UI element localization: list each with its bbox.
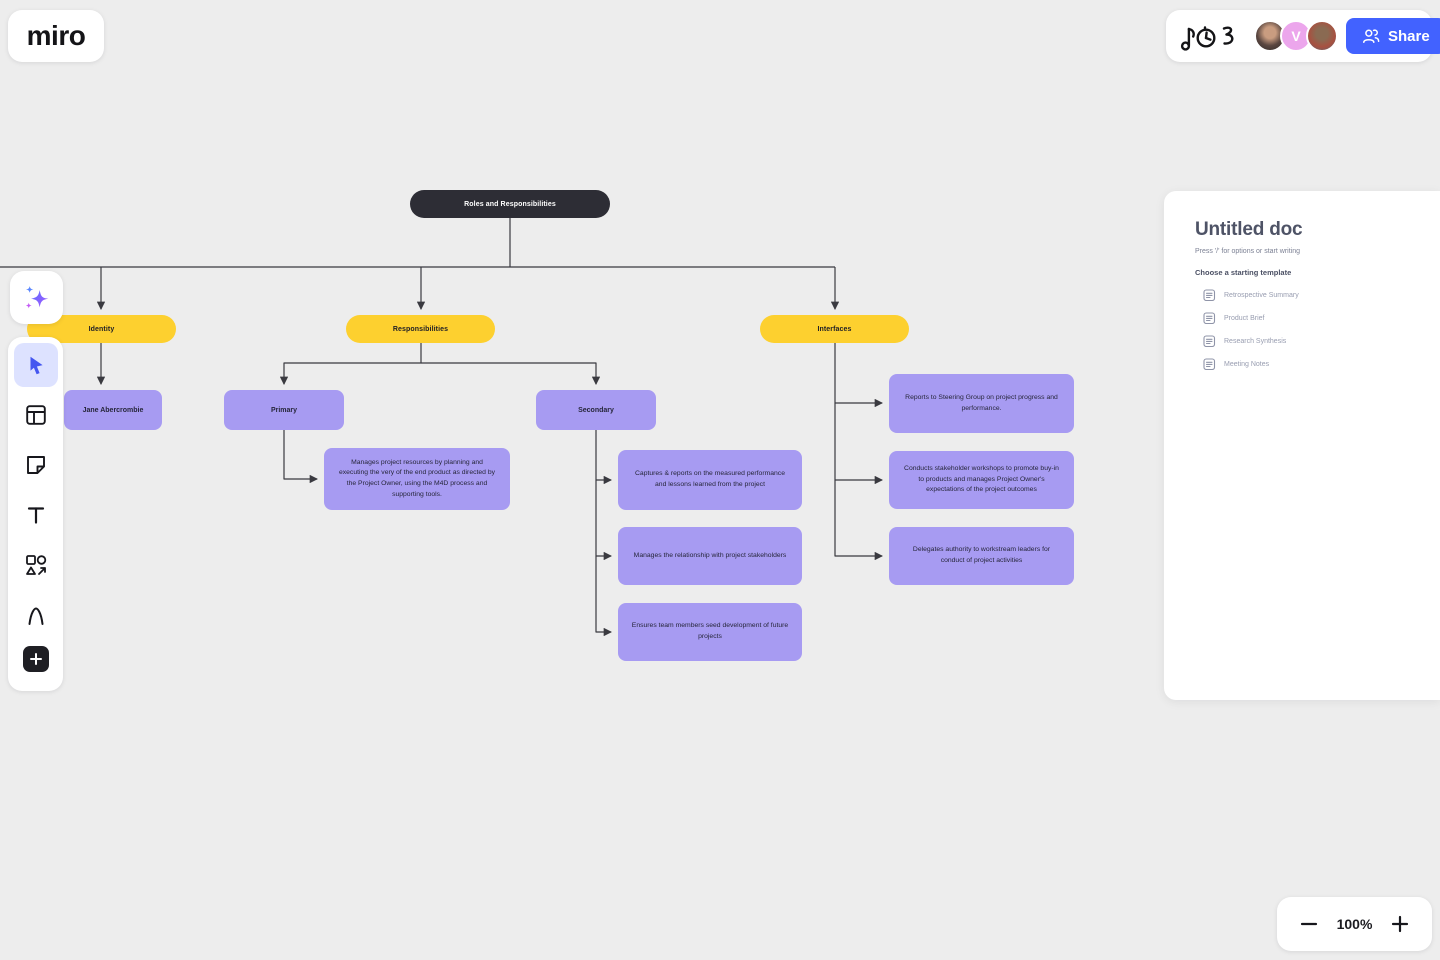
sticky-note-tool[interactable] [14, 443, 58, 487]
doc-panel: Untitled doc Press '/' for options or st… [1164, 191, 1440, 700]
pen-tool[interactable] [14, 593, 58, 637]
frame-layout-icon [25, 405, 46, 425]
shapes-tool[interactable] [14, 543, 58, 587]
mindmap-leaf-secondary-3[interactable]: Ensures team members seed development of… [618, 603, 802, 661]
template-item-meeting-notes[interactable]: Meeting Notes [1195, 358, 1420, 371]
template-item-label: Research Synthesis [1224, 338, 1287, 345]
text-tool[interactable] [14, 493, 58, 537]
collaborator-avatars: V [1254, 20, 1338, 52]
ai-assist-button[interactable] [10, 271, 63, 324]
mindmap-node-responsibilities[interactable]: Responsibilities [346, 315, 495, 343]
mindmap-leaf-secondary-2[interactable]: Manages the relationship with project st… [618, 527, 802, 585]
music-timer-doodle-icon[interactable] [1178, 16, 1242, 56]
sparkles-icon [25, 285, 48, 308]
share-button[interactable]: Share [1346, 18, 1440, 54]
miro-logo[interactable]: miro [8, 10, 104, 62]
topbar: V Share [1166, 10, 1440, 62]
mindmap-leaf-secondary-1[interactable]: Captures & reports on the measured perfo… [618, 450, 802, 510]
mindmap-node-interfaces[interactable]: Interfaces [760, 315, 909, 343]
mindmap-root-node[interactable]: Roles and Responsibilities [410, 190, 610, 218]
templates-tool[interactable] [14, 393, 58, 437]
pen-icon [28, 607, 43, 625]
select-tool[interactable] [13, 343, 58, 387]
miro-logo-text: miro [26, 20, 86, 51]
template-item-retrospective-summary[interactable]: Retrospective Summary [1195, 289, 1420, 302]
add-apps-button[interactable] [22, 646, 49, 672]
zoom-out-button[interactable] [1297, 912, 1321, 936]
doc-title[interactable]: Untitled doc [1195, 219, 1303, 240]
mindmap-leaf-primary-1[interactable]: Manages project resources by planning an… [324, 448, 510, 510]
template-section-heading: Choose a starting template [1195, 268, 1292, 277]
text-icon [27, 507, 44, 524]
plus-icon [1391, 915, 1409, 933]
document-icon [1203, 335, 1216, 348]
share-button-label: Share [1388, 27, 1430, 45]
plus-icon [29, 653, 42, 665]
template-item-label: Product Brief [1224, 315, 1265, 322]
sticky-note-icon [26, 456, 45, 474]
zoom-controls: 100% [1277, 897, 1432, 951]
cursor-icon [30, 356, 43, 375]
document-icon [1203, 312, 1216, 325]
mindmap-node-secondary[interactable]: Secondary [536, 390, 656, 430]
template-item-research-synthesis[interactable]: Research Synthesis [1195, 335, 1420, 348]
mindmap-leaf-interfaces-3[interactable]: Delegates authority to workstream leader… [889, 527, 1074, 585]
mindmap-leaf-interfaces-1[interactable]: Reports to Steering Group on project pro… [889, 374, 1074, 433]
doc-placeholder-text[interactable]: Press '/' for options or start writing [1195, 248, 1300, 255]
zoom-level[interactable]: 100% [1336, 916, 1373, 932]
template-item-label: Retrospective Summary [1224, 292, 1299, 299]
template-list: Retrospective Summary Product Brief Rese… [1195, 289, 1420, 371]
left-toolbar [8, 337, 63, 691]
zoom-in-button[interactable] [1388, 912, 1412, 936]
avatar-photo-2[interactable] [1306, 20, 1338, 52]
document-icon [1203, 289, 1216, 302]
mindmap-leaf-interfaces-2[interactable]: Conducts stakeholder workshops to promot… [889, 451, 1074, 509]
mindmap-node-person[interactable]: Jane Abercrombie [64, 390, 162, 430]
template-item-product-brief[interactable]: Product Brief [1195, 312, 1420, 325]
mindmap-node-primary[interactable]: Primary [224, 390, 344, 430]
minus-icon [1300, 922, 1318, 926]
people-icon [1363, 29, 1380, 43]
document-icon [1203, 358, 1216, 371]
template-item-label: Meeting Notes [1224, 361, 1270, 368]
shapes-icon [25, 555, 46, 575]
